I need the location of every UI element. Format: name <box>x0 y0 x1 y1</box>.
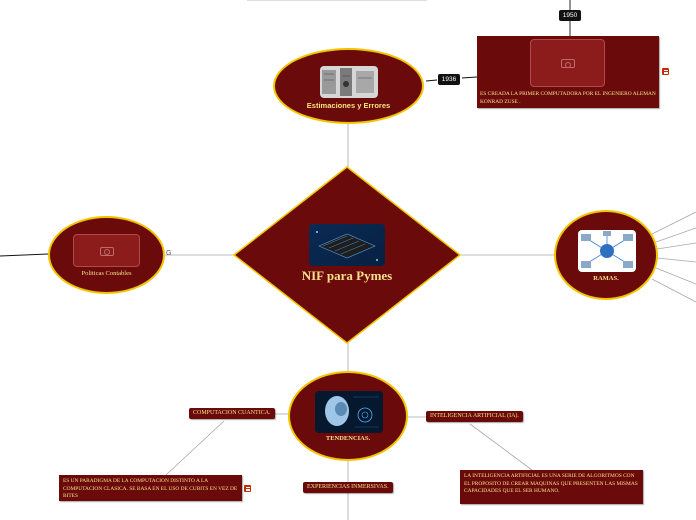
quantum-tag[interactable]: COMPUTACION CUANTICA. <box>189 408 275 419</box>
estimaciones-node[interactable]: Estimaciones y Errores <box>273 48 424 124</box>
estimaciones-label: Estimaciones y Errores <box>275 101 422 110</box>
camera-icon <box>561 59 575 68</box>
quantum-desc-card[interactable]: ES UN PARADIGMA DE LA COMPUTACION DISTIN… <box>59 475 242 501</box>
image-placeholder <box>73 234 140 267</box>
politicas-node[interactable]: Politicas Contables <box>48 216 165 294</box>
ramas-node[interactable]: RAMAS. <box>554 210 658 300</box>
network-image <box>578 230 636 272</box>
image-placeholder <box>530 39 605 87</box>
note-icon[interactable] <box>244 485 251 492</box>
zuse-card-text: ES CREADA LA PRIMER COMPUTADORA POR EL I… <box>480 91 656 106</box>
ai-robot-image <box>315 391 383 433</box>
immersive-tag[interactable]: EXPERIENCIAS INMERSIVAS. <box>303 482 393 493</box>
politicas-label: Politicas Contables <box>50 270 163 277</box>
tendencias-node[interactable]: TENDENCIAS. <box>288 371 408 461</box>
zuse-card[interactable]: ES CREADA LA PRIMER COMPUTADORA POR EL I… <box>477 36 659 108</box>
connector-letter: G <box>166 250 171 257</box>
central-node[interactable]: NIF para Pymes <box>234 167 460 343</box>
central-title: NIF para Pymes <box>234 268 460 284</box>
computer-room-image <box>320 66 378 98</box>
tendencias-label: TENDENCIAS. <box>290 435 406 442</box>
year-1936-badge: 1936 <box>438 74 460 85</box>
year-1950-badge: 1950 <box>559 10 581 21</box>
ai-desc-card[interactable]: LA INTELIGENCIA ARTIFICIAL ES UNA SERIE … <box>460 470 643 504</box>
note-icon[interactable] <box>662 68 669 75</box>
camera-icon <box>100 247 114 256</box>
ramas-label: RAMAS. <box>556 275 656 282</box>
chip-image <box>309 224 385 266</box>
ai-tag[interactable]: INTELIGENCIA ARTIFICIAL (IA). <box>426 411 523 422</box>
